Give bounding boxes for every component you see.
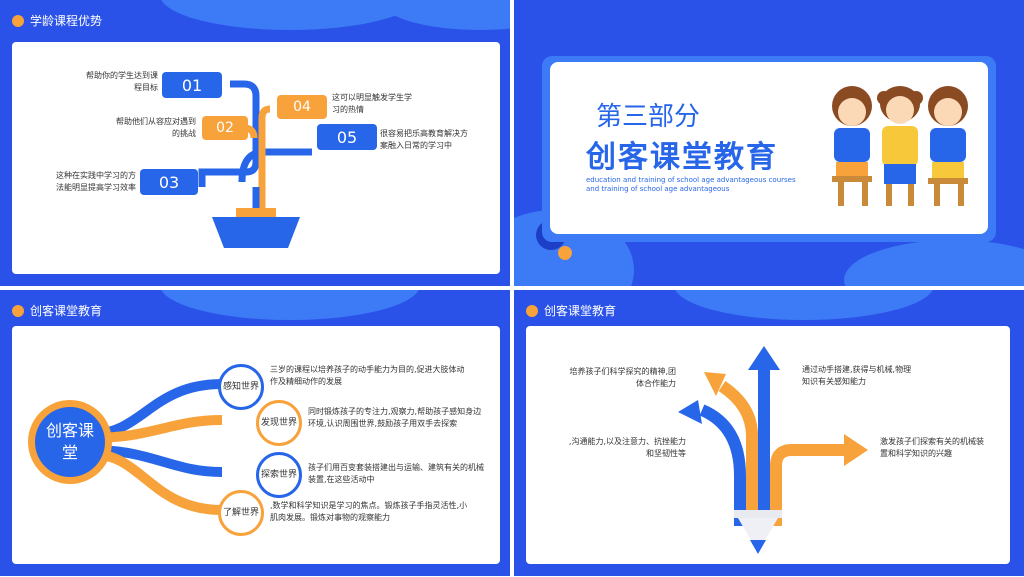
slide-title: 创客课堂教育 xyxy=(544,304,617,318)
item-04-badge: 04 xyxy=(277,95,327,119)
cover-title: 创客课堂教育 xyxy=(586,140,778,175)
kids-illustration xyxy=(832,86,968,206)
slide-header: 创客课堂教育 xyxy=(526,302,616,319)
cover-subtitle-1: education and training of school age adv… xyxy=(586,176,796,184)
cover-subtitle-2: and training of school age advantageous xyxy=(586,185,730,193)
slide-header: 创客课堂教育 xyxy=(12,302,102,319)
item-03-badge: 03 xyxy=(140,169,198,195)
slide-header: 学龄课程优势 xyxy=(12,12,102,29)
tree-diagram xyxy=(198,80,312,248)
bullet-dot-icon xyxy=(12,304,24,317)
item-05-badge: 05 xyxy=(317,124,377,150)
bg-wave xyxy=(160,290,420,320)
slide-3[interactable]: 创客课堂教育 创客课堂 感知世界 发现世界 探索世界 了解世界 三岁的课程以培养… xyxy=(0,290,510,576)
content-card: 01 02 03 04 05 帮助你的学生达到课程目标 帮助他们从容应对遇到的挑… xyxy=(12,42,500,274)
slide-4[interactable]: 创客课堂教育 培养孩子们科学探究的精神,团体合作能力 ,沟通能力,以及注意力、抗… xyxy=(514,290,1024,576)
arrows-diagram xyxy=(678,346,868,554)
node-understand: 了解世界 xyxy=(218,490,264,536)
item-02-text: 帮助他们从容应对遇到的挑战 xyxy=(116,117,196,138)
node-discover: 发现世界 xyxy=(256,400,302,446)
node-discover-text: 同时锻炼孩子的专注力,观察力,帮助孩子感知身边环境,认识周围世界,鼓励孩子用双手… xyxy=(308,407,482,428)
slide-2[interactable]: 第三部分 创客课堂教育 education and training of sc… xyxy=(514,0,1024,286)
bg-wave xyxy=(844,240,1024,286)
slide-1[interactable]: 学龄课程优势 01 02 03 04 05 帮助你的学生达到课程目标 帮助他们从… xyxy=(0,0,510,286)
center-node-inner: 创客课堂 xyxy=(35,407,105,477)
center-node: 创客课堂 xyxy=(28,400,112,484)
item-04-text: 这可以明显触发学生学习的热情 xyxy=(332,93,412,114)
arrow-text-bottom-right: 激发孩子们探索有关的机械装置和科学知识的兴趣 xyxy=(880,437,984,458)
bullet-dot-icon xyxy=(526,304,538,317)
item-01-text: 帮助你的学生达到课程目标 xyxy=(86,71,158,92)
bg-circle xyxy=(558,246,572,260)
content-card: 创客课堂 感知世界 发现世界 探索世界 了解世界 三岁的课程以培养孩子的动手能力… xyxy=(12,326,500,564)
cover-card: 第三部分 创客课堂教育 education and training of sc… xyxy=(550,62,988,234)
item-05-text: 很容易把乐高教育解决方案融入日常的学习中 xyxy=(380,129,468,150)
bg-wave xyxy=(674,290,934,320)
slide-title: 学龄课程优势 xyxy=(30,14,103,28)
bg-wave xyxy=(380,0,510,30)
arrow-text-top-left: 培养孩子们科学探究的精神,团体合作能力 xyxy=(569,367,676,388)
node-explore-text: 孩子们用百变套装搭建出与运输、建筑有关的机械装置,在这些活动中 xyxy=(308,463,484,484)
node-perceive: 感知世界 xyxy=(218,364,264,410)
node-perceive-text: 三岁的课程以培养孩子的动手能力为目的,促进大肢体动作及精细动作的发展 xyxy=(270,365,465,386)
content-card: 培养孩子们科学探究的精神,团体合作能力 ,沟通能力,以及注意力、抗挫能力和坚韧性… xyxy=(526,326,1010,564)
node-understand-text: ,数学和科学知识是学习的焦点。锻炼孩子手指灵活性,小肌肉发展。锻炼对事物的观察能… xyxy=(270,501,468,522)
bullet-dot-icon xyxy=(12,14,24,27)
node-explore: 探索世界 xyxy=(256,452,302,498)
item-02-badge: 02 xyxy=(202,116,248,140)
part-label: 第三部分 xyxy=(596,102,701,132)
arrow-text-bottom-left: ,沟通能力,以及注意力、抗挫能力和坚韧性等 xyxy=(568,437,686,458)
arrow-text-top-right: 通过动手搭建,获得与机械,物理知识有关感知能力 xyxy=(802,365,912,386)
item-03-text: 这种在实践中学习的方法能明显提高学习效率 xyxy=(56,171,136,192)
slide-title: 创客课堂教育 xyxy=(30,304,103,318)
item-01-badge: 01 xyxy=(162,72,222,98)
